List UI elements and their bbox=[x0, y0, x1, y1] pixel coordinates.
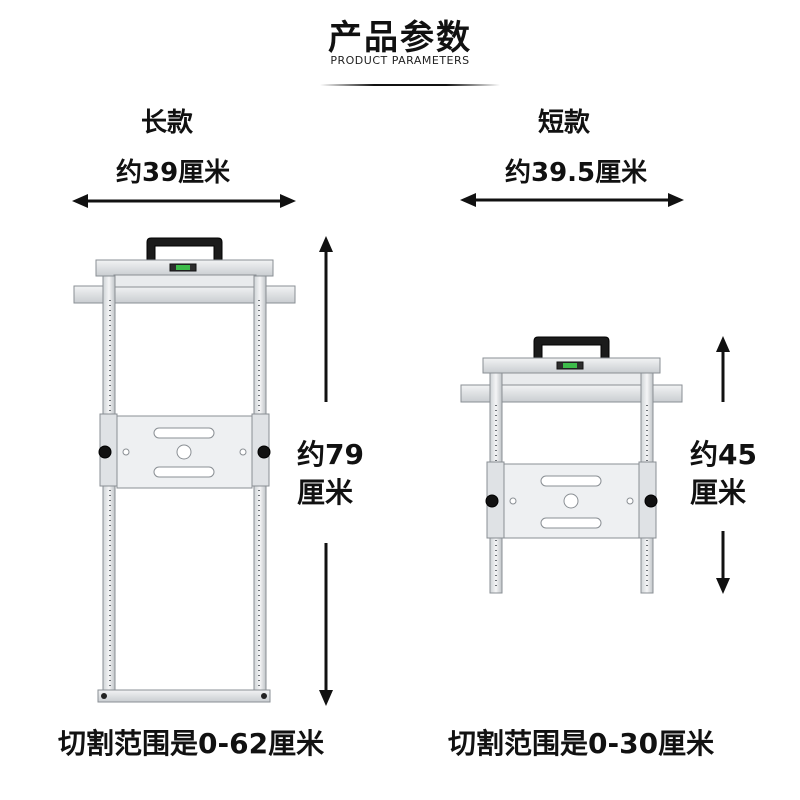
long-model-label: 长款 bbox=[141, 108, 194, 138]
short-width-arrow bbox=[460, 193, 684, 207]
long-height-label: 约79 厘米 bbox=[297, 436, 364, 512]
page-title: 产品参数 bbox=[328, 18, 472, 58]
short-frame-drawing bbox=[460, 336, 683, 594]
long-frame-drawing bbox=[73, 237, 296, 703]
short-model-label: 短款 bbox=[538, 108, 591, 138]
title-divider bbox=[320, 84, 500, 86]
short-height-label: 约45 厘米 bbox=[690, 436, 757, 512]
short-cutting-range: 切割范围是0-30厘米 bbox=[448, 727, 715, 760]
long-width-arrow bbox=[72, 194, 296, 208]
long-height-value: 约79 bbox=[297, 438, 364, 471]
long-cutting-range: 切割范围是0-62厘米 bbox=[58, 727, 325, 760]
short-height-arrow bbox=[716, 336, 730, 594]
long-width-label: 约39厘米 bbox=[116, 158, 231, 188]
short-height-unit: 厘米 bbox=[690, 476, 747, 509]
long-height-arrow bbox=[319, 236, 333, 706]
short-width-label: 约39.5厘米 bbox=[505, 158, 648, 188]
short-height-value: 约45 bbox=[690, 438, 757, 471]
long-height-unit: 厘米 bbox=[297, 476, 354, 509]
page-subtitle: PRODUCT PARAMETERS bbox=[330, 54, 470, 67]
